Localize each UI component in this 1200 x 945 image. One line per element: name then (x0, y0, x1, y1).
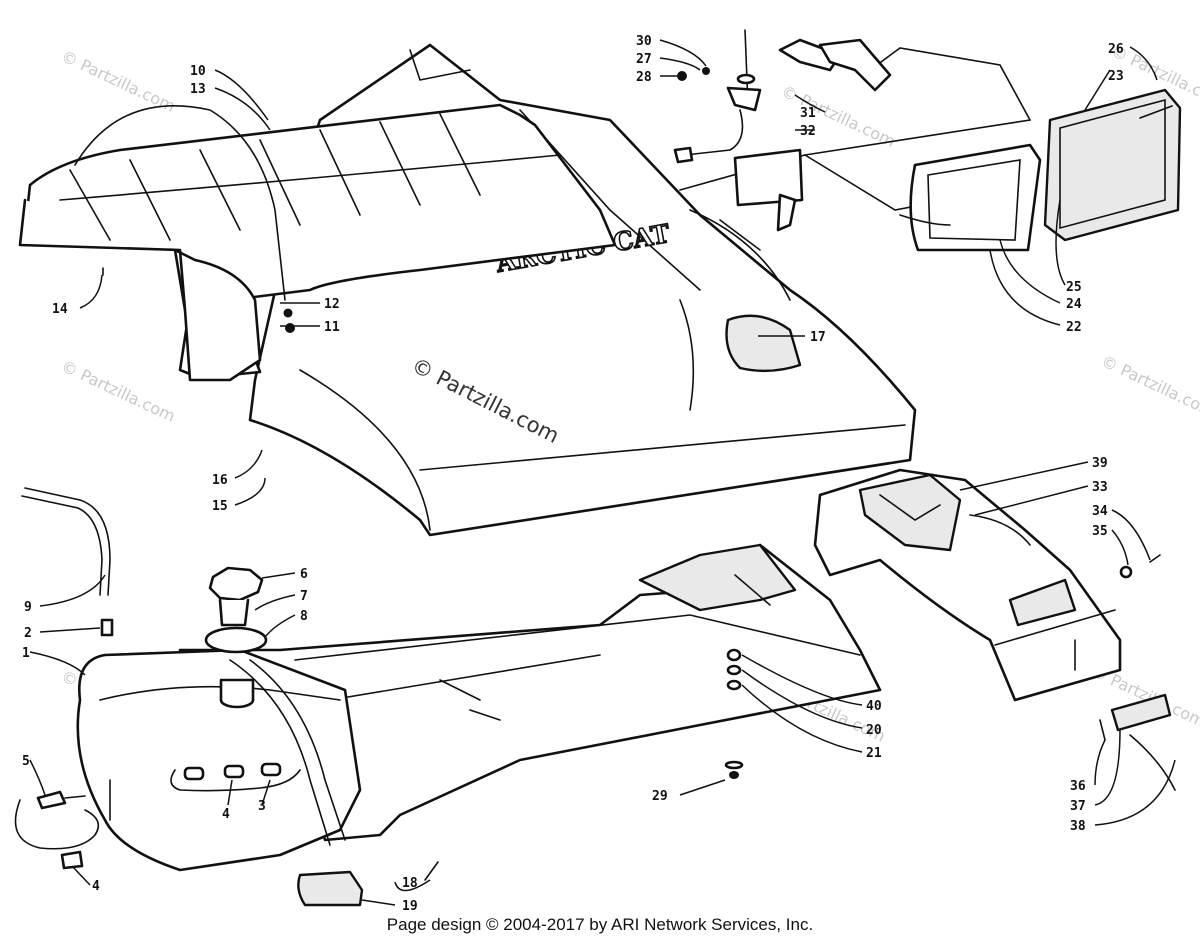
callout-29: 29 (652, 789, 668, 804)
callout-23: 23 (1108, 69, 1124, 84)
callout-22: 22 (1066, 320, 1082, 335)
callout-18: 18 (402, 876, 418, 891)
callout-25: 25 (1066, 280, 1082, 295)
callout-15: 15 (212, 499, 228, 514)
callout-2: 2 (24, 626, 32, 641)
callout-5: 5 (22, 754, 30, 769)
callout-7: 7 (300, 589, 308, 604)
callout-8: 8 (300, 609, 308, 624)
callout-4: 4 (92, 879, 100, 894)
callout-40: 40 (866, 699, 882, 714)
watermark-faint: © Partzilla.com (58, 356, 178, 425)
callout-20: 20 (866, 723, 882, 738)
callout-33: 33 (1092, 480, 1108, 495)
footer-copyright: Page design © 2004-2017 by ARI Network S… (386, 915, 814, 934)
callout-1: 1 (22, 646, 30, 661)
watermark-faint: © Partzilla.com (778, 81, 898, 150)
nut-11 (285, 323, 295, 333)
callout-28: 28 (636, 70, 652, 85)
callout-32: 32 (800, 124, 816, 139)
callout-26: 26 (1108, 42, 1124, 57)
callout-31: 31 (800, 106, 816, 121)
console (813, 468, 1176, 791)
callout-17: 17 (810, 330, 826, 345)
vent-hose (24, 487, 111, 596)
callout-36: 36 (1070, 779, 1086, 794)
callout-14: 14 (52, 302, 68, 317)
callout-4: 4 (222, 807, 230, 822)
callout-21: 21 (866, 746, 882, 761)
taillight-assembly (673, 29, 1182, 252)
callout-6: 6 (300, 567, 308, 582)
callout-13: 13 (190, 82, 206, 97)
fuel-tank (14, 487, 362, 872)
callout-16: 16 (212, 473, 228, 488)
callout-3: 3 (258, 799, 266, 814)
callout-35: 35 (1092, 524, 1108, 539)
callout-27: 27 (636, 52, 652, 67)
seat (18, 103, 617, 382)
leader-lines (29, 39, 1176, 906)
callout-10: 10 (190, 64, 206, 79)
callout-37: 37 (1070, 799, 1086, 814)
callout-39: 39 (1092, 456, 1108, 471)
washer-12 (283, 308, 293, 318)
watermark-faint: © Partzilla.com (1098, 351, 1200, 420)
callout-11: 11 (324, 320, 340, 335)
callout-12: 12 (324, 297, 340, 312)
callout-30: 30 (636, 34, 652, 49)
watermark-faint: © Partzilla.com (58, 46, 178, 115)
callout-24: 24 (1066, 297, 1082, 312)
callout-38: 38 (1070, 819, 1086, 834)
side-vent-17 (725, 314, 802, 373)
callout-labels: 10 13 14 12 11 16 15 17 30 27 28 31 32 2… (22, 34, 1124, 914)
callout-19: 19 (402, 899, 418, 914)
seat-strap (74, 105, 286, 301)
callout-9: 9 (24, 600, 32, 615)
callout-34: 34 (1092, 504, 1108, 519)
